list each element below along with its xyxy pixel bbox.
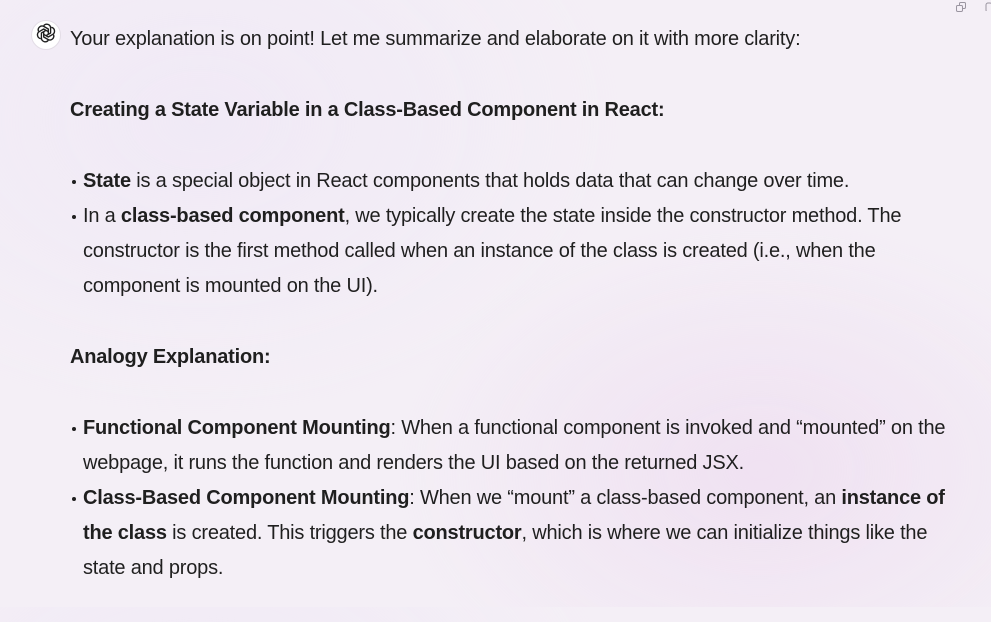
bold-term: constructor (412, 522, 522, 544)
list-item: Class-Based Component Mounting: When we … (70, 481, 970, 586)
item-text: : When we “mount” a class-based componen… (409, 487, 842, 509)
assistant-message: Your explanation is on point! Let me sum… (70, 22, 970, 622)
item-text: : When a functional component is invoked… (83, 417, 946, 474)
section-heading-analogy: Analogy Explanation: (70, 346, 271, 368)
bold-term: instance of the class (83, 487, 945, 544)
thumb-icon[interactable] (985, 0, 991, 11)
bold-term: State (83, 170, 131, 192)
message-intro: Your explanation is on point! Let me sum… (70, 28, 801, 50)
bold-term: class-based component (120, 205, 345, 227)
item-text: is created. This triggers the (166, 522, 413, 544)
analogy-bullet-list: Functional Component Mounting: When a fu… (70, 411, 970, 586)
item-text: , which is where we can initialize thing… (83, 522, 928, 579)
bold-term: Class-Based Component Mounting (83, 487, 410, 509)
openai-logo-icon (35, 22, 57, 49)
item-prefix: In a (83, 205, 121, 227)
item-text: , we typically create the state inside t… (83, 205, 902, 297)
list-item: State is a special object in React compo… (70, 164, 970, 199)
list-item: Functional Component Mounting: When a fu… (70, 411, 970, 481)
section-heading-state: Creating a State Variable in a Class-Bas… (70, 99, 665, 121)
assistant-avatar (31, 20, 61, 50)
copy-icon[interactable] (956, 0, 967, 12)
bold-term: Functional Component Mounting (83, 417, 391, 439)
list-item: In a class-based component, we typically… (70, 199, 970, 304)
state-bullet-list: State is a special object in React compo… (70, 164, 970, 304)
item-text: is a special object in React components … (130, 170, 850, 192)
